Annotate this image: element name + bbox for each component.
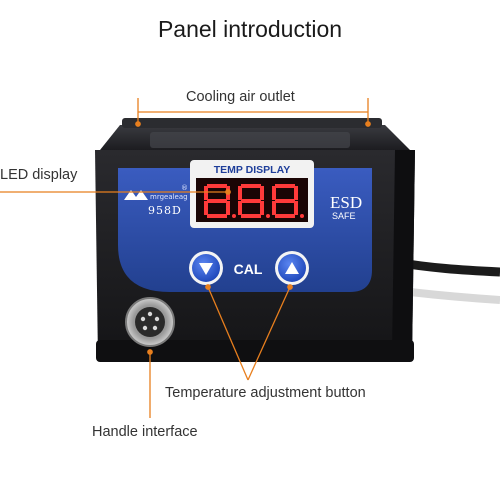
triangle-down-icon: [199, 263, 213, 275]
registered-mark: ®: [181, 184, 188, 192]
callout-lines: [0, 98, 371, 418]
callout-handle-interface: Handle interface: [92, 424, 198, 440]
brand-mark: mrgealeag: [150, 193, 188, 201]
cal-label: CAL: [234, 261, 263, 277]
esd-label: ESD: [330, 193, 362, 212]
temp-down-button[interactable]: [189, 251, 223, 285]
callout-cooling-air-outlet: Cooling air outlet: [186, 89, 295, 105]
callout-temperature-adjustment-button: Temperature adjustment button: [165, 385, 366, 401]
page-title: Panel introduction: [157, 16, 343, 42]
safe-label: SAFE: [332, 211, 356, 221]
handle-cable: [409, 288, 500, 304]
display-header: TEMP DISPLAY: [214, 164, 290, 176]
temp-up-button[interactable]: [275, 251, 309, 285]
handle-connector[interactable]: [125, 297, 175, 347]
triangle-up-icon: [285, 262, 299, 274]
model-label: 958D: [148, 204, 182, 217]
callout-led-display: LED display: [0, 167, 78, 183]
aviation-connector-icon: [135, 307, 165, 337]
